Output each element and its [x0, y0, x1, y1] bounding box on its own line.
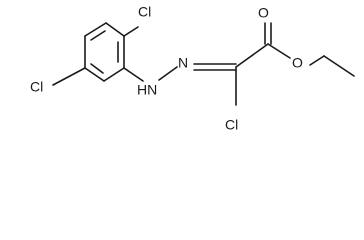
ester-oxygen-label: O — [292, 55, 303, 71]
ring-bond-4 — [103, 67, 125, 82]
bond-ch2-to-ch3 — [323, 55, 355, 77]
bond-nh-to-n — [158, 66, 178, 81]
bond-ring-to-cl-top — [123, 26, 139, 37]
ring-double-bond-inner-3 — [90, 63, 104, 74]
ring-bond-5 — [84, 67, 105, 82]
nh-label: HN — [137, 82, 157, 98]
bond-ester-o-to-ch2 — [309, 55, 325, 66]
ring-double-bond-inner-1 — [90, 30, 106, 41]
chlorine-label-left: Cl — [30, 79, 43, 95]
ring-bond-2 — [105, 22, 125, 37]
ring-bond-1 — [84, 22, 107, 37]
chlorine-label-top: Cl — [138, 4, 151, 20]
chemical-structure-diagram: Cl Cl HN N O O Cl — [30, 3, 355, 133]
bond-c-to-carbonyl-carbon — [235, 43, 269, 68]
bond-ring-to-nh — [123, 67, 144, 82]
bond-carbonyl-to-ester-o — [267, 43, 291, 59]
nitrogen-label: N — [178, 55, 188, 71]
chlorine-label-bottom: Cl — [225, 117, 238, 133]
bond-ring-to-cl-left — [52, 67, 86, 86]
carbonyl-oxygen-label: O — [258, 5, 269, 21]
benzene-ring — [84, 22, 125, 82]
